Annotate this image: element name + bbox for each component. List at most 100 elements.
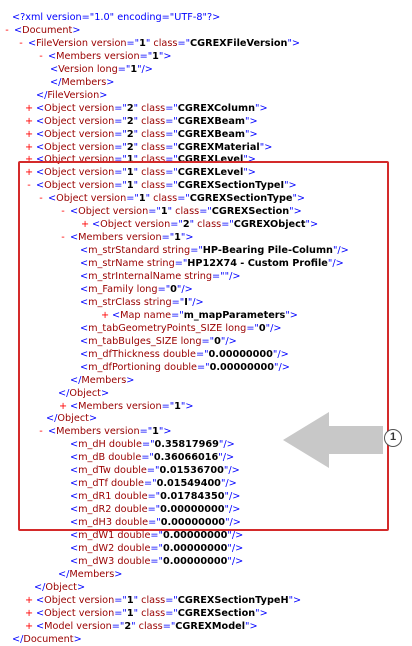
tag-bracket: /> bbox=[225, 478, 237, 490]
expand-toggle-icon[interactable]: + bbox=[24, 167, 34, 179]
attribute-quote: " bbox=[259, 141, 265, 153]
attribute-quote: " bbox=[145, 37, 151, 49]
expand-toggle-icon[interactable]: + bbox=[24, 102, 34, 114]
collapse-toggle-icon[interactable]: - bbox=[39, 426, 43, 438]
xml-line: <m_dW1 double="0.00000000"/> bbox=[70, 529, 243, 542]
expand-toggle-icon[interactable]: + bbox=[24, 154, 34, 166]
collapse-toggle-icon[interactable]: - bbox=[5, 24, 9, 36]
attribute-value: 1 bbox=[139, 37, 146, 49]
tag-bracket: < bbox=[92, 219, 101, 231]
attribute-name: class bbox=[138, 167, 166, 179]
attribute-value: 0.36066016 bbox=[153, 452, 219, 464]
expand-toggle-icon[interactable]: + bbox=[24, 620, 34, 632]
tag-bracket: </ bbox=[58, 387, 70, 399]
expand-toggle-icon[interactable]: + bbox=[24, 607, 34, 619]
tag-name: Object bbox=[44, 154, 76, 166]
attribute-quote: " bbox=[327, 258, 333, 270]
attribute-quote: " bbox=[273, 361, 279, 373]
tag-bracket: > bbox=[249, 115, 258, 127]
attribute-value: 1 bbox=[174, 232, 181, 244]
xml-line[interactable]: -<Object version="1" class="CGREXSection… bbox=[24, 179, 297, 192]
expand-toggle-icon[interactable]: + bbox=[80, 219, 90, 231]
attribute-quote: =" bbox=[114, 607, 127, 619]
tag-bracket: /> bbox=[141, 63, 153, 75]
collapse-toggle-icon[interactable]: - bbox=[61, 232, 65, 244]
tag-bracket: < bbox=[70, 206, 79, 218]
xml-line[interactable]: +<Object version="2" class="CGREXBeam"> bbox=[24, 128, 258, 141]
xml-line[interactable]: +<Members version="1"> bbox=[58, 400, 194, 413]
attribute-name: class bbox=[138, 607, 166, 619]
tag-bracket: < bbox=[36, 128, 45, 140]
xml-line: </Members> bbox=[58, 568, 122, 581]
xml-line[interactable]: +<Object version="1" class="CGREXSection… bbox=[24, 607, 268, 620]
xml-line: <Version long="1"/> bbox=[50, 63, 153, 76]
xml-line[interactable]: +<Object version="1" class="CGREXSection… bbox=[24, 594, 301, 607]
xml-line[interactable]: -<Members version="1"> bbox=[58, 231, 193, 244]
attribute-quote: =" bbox=[114, 167, 127, 179]
attribute-name: version bbox=[131, 219, 171, 231]
tag-bracket: > bbox=[288, 180, 297, 192]
attribute-name: version bbox=[75, 594, 115, 606]
attribute-value: 0.01536700 bbox=[159, 465, 224, 477]
expand-toggle-icon[interactable]: + bbox=[24, 128, 34, 140]
tag-name: m_tabGeometryPoints_SIZE bbox=[88, 322, 223, 334]
xml-line[interactable]: +<Object version="2" class="CGREXColumn"… bbox=[24, 102, 268, 115]
xml-line[interactable]: -<Members version="1"> bbox=[36, 50, 171, 63]
attribute-quote: =" bbox=[147, 491, 161, 503]
tag-bracket: < bbox=[36, 594, 45, 606]
xml-line[interactable]: +<Object version="1" class="CGREXLevel"> bbox=[24, 166, 256, 179]
collapse-toggle-icon[interactable]: - bbox=[19, 37, 23, 49]
collapse-toggle-icon[interactable]: - bbox=[27, 180, 31, 192]
collapse-toggle-icon[interactable]: - bbox=[39, 193, 43, 205]
attribute-quote: " bbox=[133, 180, 139, 192]
attribute-value: HP12X74 - Custom Profile bbox=[187, 258, 328, 270]
xml-line[interactable]: -<FileVersion version="1" class="CGREXFi… bbox=[16, 37, 300, 50]
xml-line[interactable]: +<Model version="2" class="CGREXModel"> bbox=[24, 620, 258, 633]
expand-toggle-icon[interactable]: + bbox=[58, 400, 68, 412]
callout-number-badge: 1 bbox=[384, 429, 402, 447]
xml-line[interactable]: +<Object version="1" class="CGREXLevel"> bbox=[24, 153, 256, 166]
attribute-value: 2 bbox=[126, 141, 134, 153]
expand-toggle-icon[interactable]: + bbox=[24, 115, 34, 127]
tag-bracket: /> bbox=[229, 517, 241, 529]
attribute-name: name bbox=[140, 309, 172, 321]
attribute-name: double bbox=[110, 465, 147, 477]
collapse-toggle-icon[interactable]: - bbox=[39, 50, 43, 62]
tag-bracket: > bbox=[185, 400, 194, 412]
attribute-quote: =" bbox=[197, 361, 210, 373]
tag-bracket: /> bbox=[192, 296, 204, 308]
tag-name: m_dH bbox=[78, 439, 106, 451]
attribute-quote: =" bbox=[161, 232, 175, 244]
expand-toggle-icon[interactable]: + bbox=[24, 594, 34, 606]
tag-bracket: > bbox=[76, 581, 86, 593]
attribute-name: version bbox=[101, 426, 140, 438]
attribute-name: double bbox=[160, 361, 198, 373]
collapse-toggle-icon[interactable]: - bbox=[61, 206, 65, 218]
attribute-name: long bbox=[177, 335, 202, 347]
xml-line[interactable]: +<Object version="2" class="CGREXMateria… bbox=[24, 141, 272, 154]
expand-toggle-icon[interactable]: + bbox=[24, 141, 34, 153]
xml-line[interactable]: -<Object version="1" class="CGREXSection… bbox=[36, 192, 305, 205]
attribute-name: version bbox=[75, 115, 115, 127]
tag-name: Version bbox=[58, 63, 94, 75]
tag-name: m_Family bbox=[88, 283, 134, 295]
attribute-quote: =" bbox=[111, 620, 125, 632]
attribute-value: CGREXBeam bbox=[177, 115, 245, 127]
tag-name: Map bbox=[120, 309, 141, 321]
xml-line[interactable]: +<Map name="m_mapParameters"> bbox=[100, 309, 298, 322]
attribute-name: long bbox=[133, 283, 158, 295]
xml-line[interactable]: -<Document> bbox=[2, 24, 80, 37]
xml-line[interactable]: +<Object version="2" class="CGREXObject"… bbox=[80, 218, 318, 231]
expand-toggle-icon[interactable]: + bbox=[100, 309, 110, 321]
xml-line[interactable]: +<Object version="2" class="CGREXBeam"> bbox=[24, 115, 258, 128]
tag-name: Object bbox=[44, 128, 76, 140]
xml-line[interactable]: -<Members version="1"> bbox=[36, 425, 171, 438]
xml-line[interactable]: -<Object version="1" class="CGREXSection… bbox=[58, 205, 302, 218]
tag-bracket: < bbox=[70, 232, 79, 244]
attribute-quote: " bbox=[287, 37, 292, 49]
tag-name: m_dB bbox=[78, 452, 106, 464]
attribute-quote: " bbox=[133, 115, 139, 127]
tag-bracket: < bbox=[112, 309, 121, 321]
attribute-value: CGREXSection bbox=[177, 607, 256, 619]
tag-name: Members bbox=[56, 426, 102, 438]
